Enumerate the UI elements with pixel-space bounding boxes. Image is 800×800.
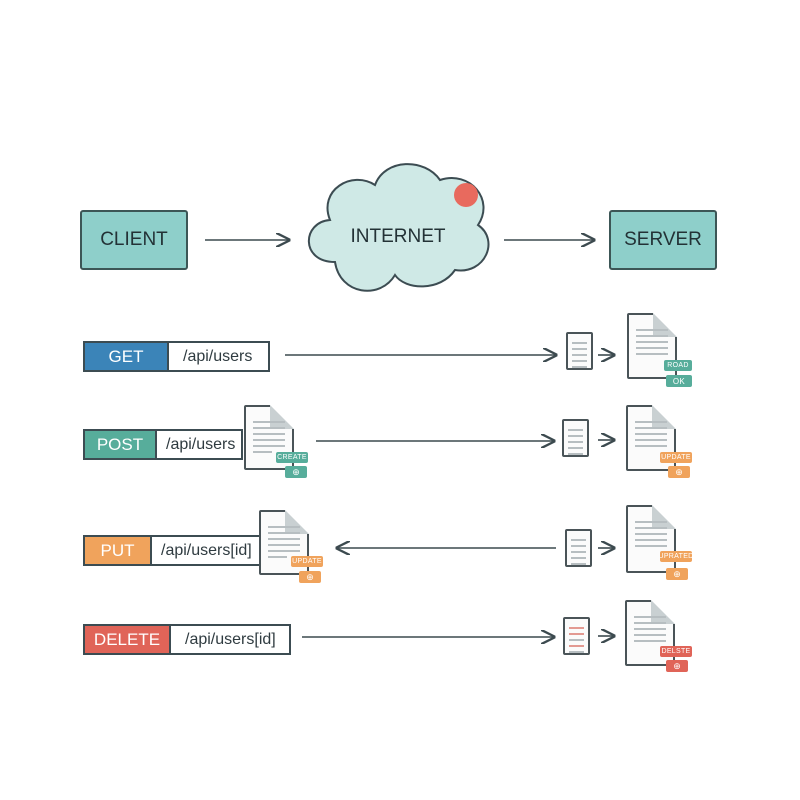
request-put[interactable]: PUT /api/users[id] bbox=[83, 535, 261, 566]
client-node[interactable]: CLIENT bbox=[80, 210, 188, 270]
method-badge-post: POST bbox=[85, 431, 157, 458]
client-label: CLIENT bbox=[100, 229, 168, 250]
create-tag: CREATE bbox=[276, 452, 308, 463]
document-icon bbox=[565, 529, 592, 567]
document-icon bbox=[566, 332, 593, 370]
server-node[interactable]: SERVER bbox=[609, 210, 717, 270]
request-get[interactable]: GET /api/users bbox=[83, 341, 270, 372]
method-badge-get: GET bbox=[85, 343, 169, 370]
document-icon bbox=[244, 405, 294, 470]
updated-tag: UPRATED bbox=[660, 551, 692, 562]
globe-icon: ⊕ bbox=[666, 660, 688, 672]
method-badge-put: PUT bbox=[85, 537, 152, 564]
delete-tag: DELSTE bbox=[660, 646, 692, 657]
globe-icon: ⊕ bbox=[668, 466, 690, 478]
endpoint-path: /api/users bbox=[166, 435, 236, 453]
globe-icon: ⊕ bbox=[666, 568, 688, 580]
document-icon bbox=[563, 617, 590, 655]
document-icon bbox=[626, 505, 676, 573]
request-post[interactable]: POST /api/users bbox=[83, 429, 243, 460]
update-tag: UPDATE bbox=[660, 452, 692, 463]
globe-icon: ⊕ bbox=[299, 571, 321, 583]
endpoint-path: /api/users bbox=[183, 347, 253, 365]
endpoint-path: /api/users[id] bbox=[161, 541, 252, 559]
server-label: SERVER bbox=[624, 229, 702, 250]
globe-icon: ⊕ bbox=[285, 466, 307, 478]
read-tag: ROAD bbox=[664, 360, 692, 371]
request-delete[interactable]: DELETE /api/users[id] bbox=[83, 624, 291, 655]
method-badge-delete: DELETE bbox=[85, 626, 171, 653]
endpoint-path: /api/users[id] bbox=[185, 630, 276, 648]
notification-dot bbox=[454, 183, 478, 207]
internet-label: INTERNET bbox=[350, 226, 446, 247]
ok-tag: OK bbox=[666, 375, 692, 387]
update-tag: UPDATE bbox=[291, 556, 323, 567]
document-icon bbox=[562, 419, 589, 457]
document-icon bbox=[627, 313, 677, 379]
